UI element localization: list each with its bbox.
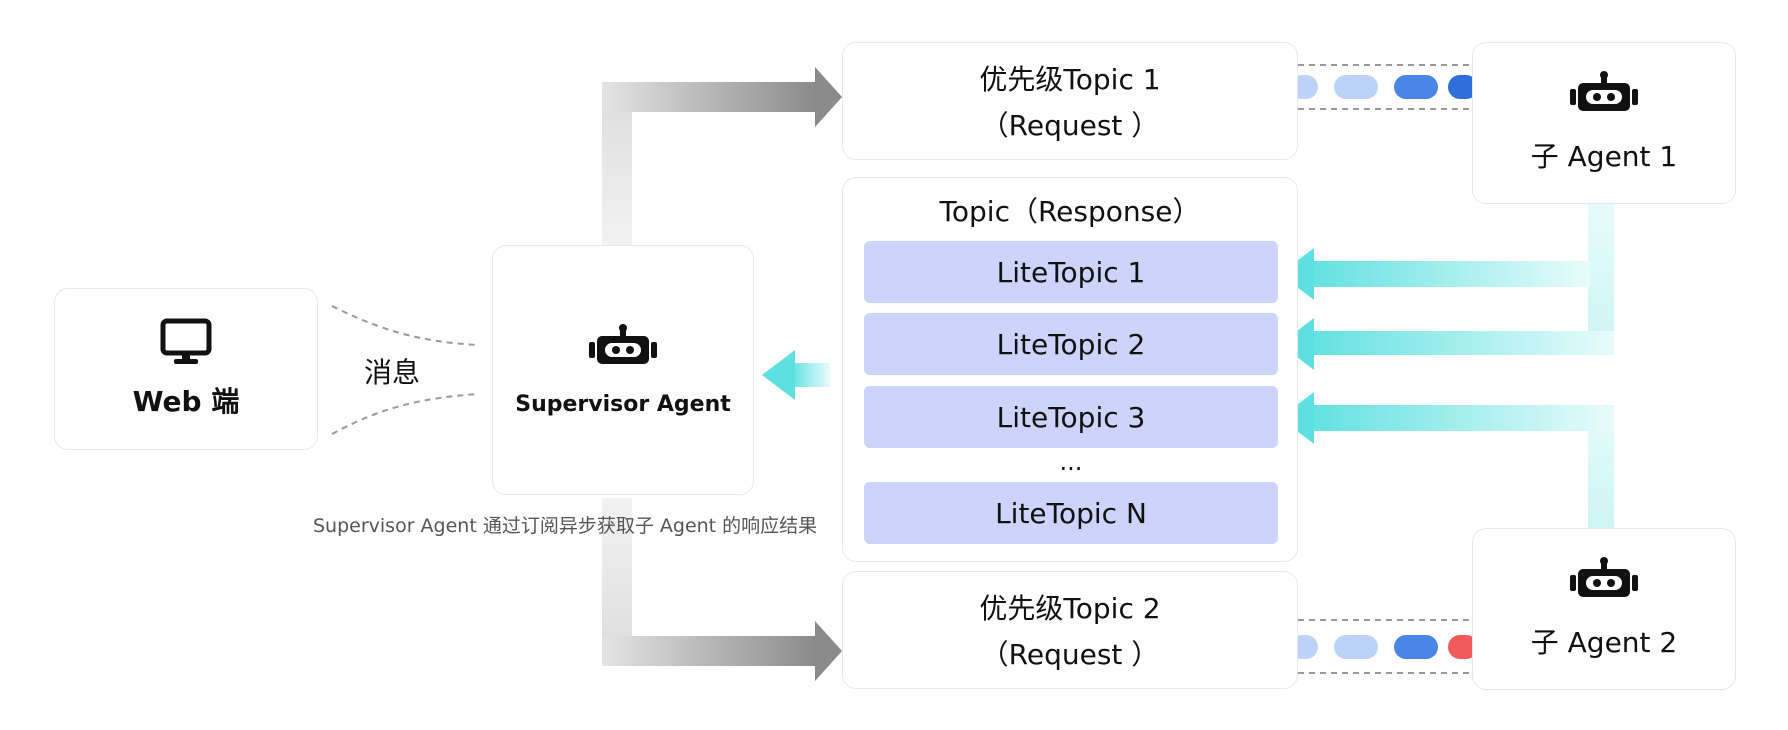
cyan-arrow-small-shaft — [790, 363, 830, 387]
cyan-arrow-lite1-shaft — [1300, 261, 1590, 287]
response-topic-title: Topic（Response） — [939, 195, 1201, 228]
agent1-vertical-connector — [1588, 204, 1614, 354]
monitor-icon — [160, 318, 212, 370]
sub-agent-1-card: 子 Agent 1 — [1472, 42, 1736, 204]
gray-arrow-top-shaft — [602, 82, 817, 112]
cyan-arrow-lite2-shaft — [1300, 331, 1614, 355]
sub-agent-2-card: 子 Agent 2 — [1472, 528, 1736, 690]
lite-topic-1: LiteTopic 1 — [864, 241, 1278, 303]
supervisor-card: Supervisor Agent — [492, 245, 754, 495]
web-card: Web 端 — [54, 288, 318, 450]
gray-arrow-bottom-head — [815, 621, 842, 681]
priority-topic-2-title: 优先级Topic 2 — [979, 592, 1161, 625]
cyan-arrow-lite3-shaft — [1300, 405, 1614, 431]
supervisor-label: Supervisor Agent — [515, 391, 731, 417]
lite-topic-ellipsis: ... — [1059, 448, 1083, 476]
queue2-pill — [1394, 635, 1438, 659]
priority-topic-1-subtitle: （Request ） — [980, 109, 1160, 142]
dashed-curve-bottom — [331, 393, 479, 435]
lite-topic-3: LiteTopic 3 — [864, 386, 1278, 448]
gray-arrow-bottom-shaft — [602, 636, 817, 666]
queue1-pill — [1394, 75, 1438, 99]
dashed-curve-top — [331, 305, 479, 346]
sub-agent-2-label: 子 Agent 2 — [1530, 626, 1678, 659]
robot-icon — [589, 323, 657, 370]
lite-topic-2: LiteTopic 2 — [864, 313, 1278, 375]
supervisor-caption: Supervisor Agent 通过订阅异步获取子 Agent 的响应结果 — [313, 515, 818, 537]
priority-topic-2-card: 优先级Topic 2 （Request ） — [842, 571, 1298, 689]
priority-topic-2-subtitle: （Request ） — [980, 638, 1160, 671]
cyan-arrow-small-head — [762, 350, 795, 400]
robot-icon — [1570, 557, 1638, 603]
robot-icon — [1570, 71, 1638, 117]
queue2-pill — [1334, 635, 1378, 659]
queue1-pill — [1448, 75, 1478, 99]
message-label: 消息 — [364, 356, 421, 389]
web-label: Web 端 — [132, 385, 240, 418]
gray-arrow-top-head — [815, 67, 842, 127]
priority-topic-1-title: 优先级Topic 1 — [979, 63, 1161, 96]
queue1-pill — [1334, 75, 1378, 99]
queue2-pill — [1448, 635, 1478, 659]
sub-agent-1-label: 子 Agent 1 — [1530, 140, 1678, 173]
lite-topic-n: LiteTopic N — [864, 482, 1278, 544]
priority-topic-1-card: 优先级Topic 1 （Request ） — [842, 42, 1298, 160]
